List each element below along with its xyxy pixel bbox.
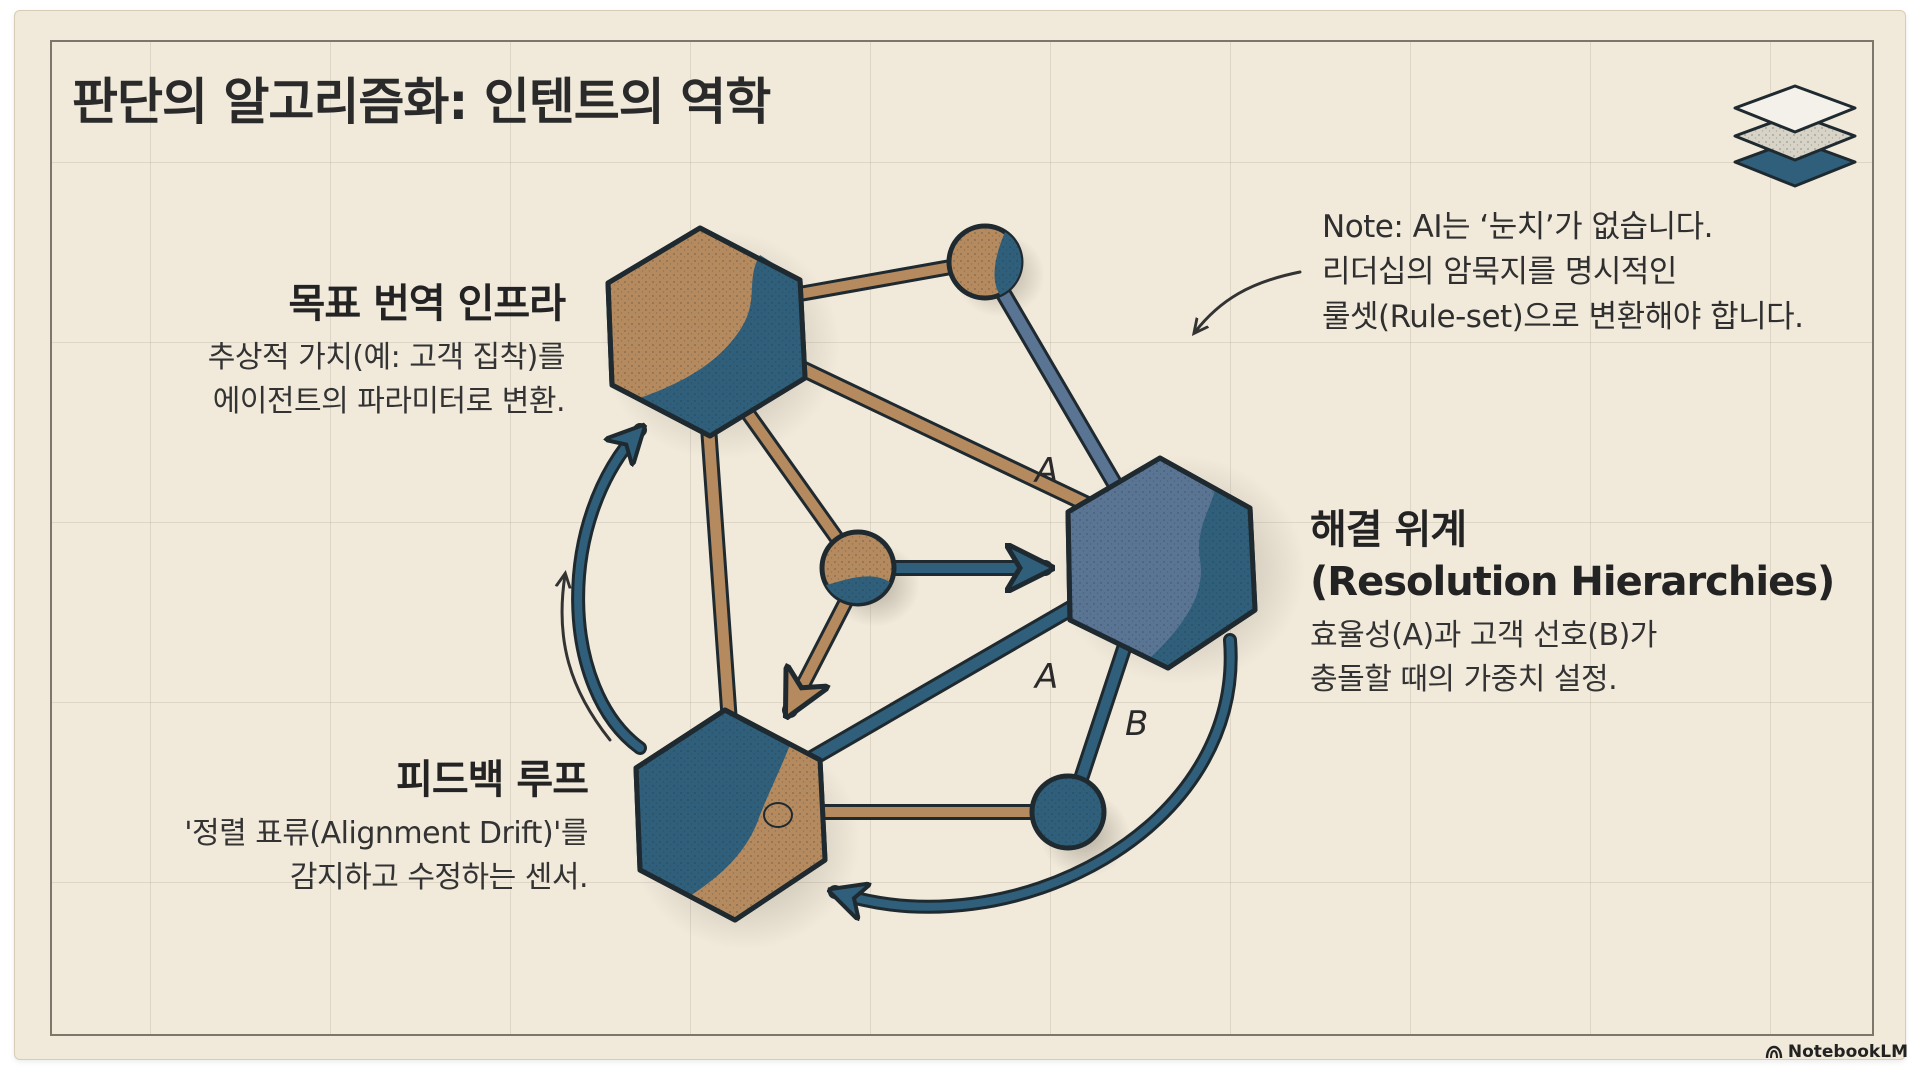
- center-small-node: [819, 529, 897, 607]
- note-pointer-arrow: [1195, 270, 1302, 332]
- loop-arrow-left: [574, 430, 640, 752]
- slide-card: [14, 10, 1906, 1060]
- resolution-line-2: 충돌할 때의 가중치 설정.: [1310, 661, 1618, 697]
- goal-translation-node: [605, 225, 808, 439]
- edge-label-upper-a: A: [1033, 451, 1058, 491]
- goal-translation-line-1: 추상적 가치(예: 고객 집착)를: [207, 340, 566, 375]
- page-title: 판단의 알고리즘화: 인텐트의 역학: [72, 73, 771, 131]
- feedback-loop-line-2: 감지하고 수정하는 센서.: [289, 859, 589, 895]
- resolution-line-1: 효율성(A)과 고객 선호(B)가: [1310, 618, 1657, 653]
- grid-frame: [50, 40, 1874, 1036]
- note-line-1: Note: AI는 ‘눈치’가 없습니다.: [1322, 209, 1713, 245]
- sketch-arrow-left: [562, 575, 612, 742]
- edge-label-lower-a: A: [1033, 657, 1058, 697]
- feedback-loop-block: 피드백 루프 '정렬 표류(Alignment Drift)'를 감지하고 수정…: [184, 756, 589, 899]
- edge-top-resolution: [979, 256, 1136, 516]
- goal-translation-heading: 목표 번역 인프라: [288, 281, 566, 327]
- note-line-3: 룰셋(Rule-set)으로 변환해야 합니다.: [1322, 298, 1804, 335]
- resolution-heading-line-1: 해결 위계: [1310, 507, 1467, 553]
- feedback-loop-line-1: '정렬 표류(Alignment Drift)'를: [184, 816, 588, 851]
- watermark-text: NotebookLM: [1787, 1042, 1908, 1062]
- resolution-heading-line-2: (Resolution Hierarchies): [1310, 559, 1835, 605]
- feedback-loop-node: [633, 707, 828, 923]
- top-small-node: [946, 223, 1024, 301]
- goal-translation-block: 목표 번역 인프라 추상적 가치(예: 고객 집착)를 에이전트의 파라미터로 …: [207, 280, 566, 423]
- note-callout: Note: AI는 ‘눈치’가 없습니다. 리더십의 암묵지를 명시적인 룰셋(…: [1322, 205, 1804, 340]
- notebooklm-watermark: NotebookLM: [1765, 1042, 1908, 1062]
- goal-translation-line-2: 에이전트의 파라미터로 변환.: [212, 383, 566, 419]
- edge-label-b: B: [1125, 704, 1148, 744]
- loop-arrow-bottom: [835, 636, 1235, 907]
- notebooklm-logo-icon: [1765, 1045, 1783, 1059]
- resolution-hierarchy-node: [1065, 455, 1258, 671]
- bottom-small-node: [1029, 773, 1107, 851]
- feedback-loop-heading: 피드백 루프: [396, 757, 589, 803]
- note-line-2: 리더십의 암묵지를 명시적인: [1322, 253, 1677, 290]
- layers-icon: [1733, 84, 1857, 188]
- resolution-hierarchy-block: 해결 위계 (Resolution Hierarchies) 효율성(A)과 고…: [1310, 506, 1835, 701]
